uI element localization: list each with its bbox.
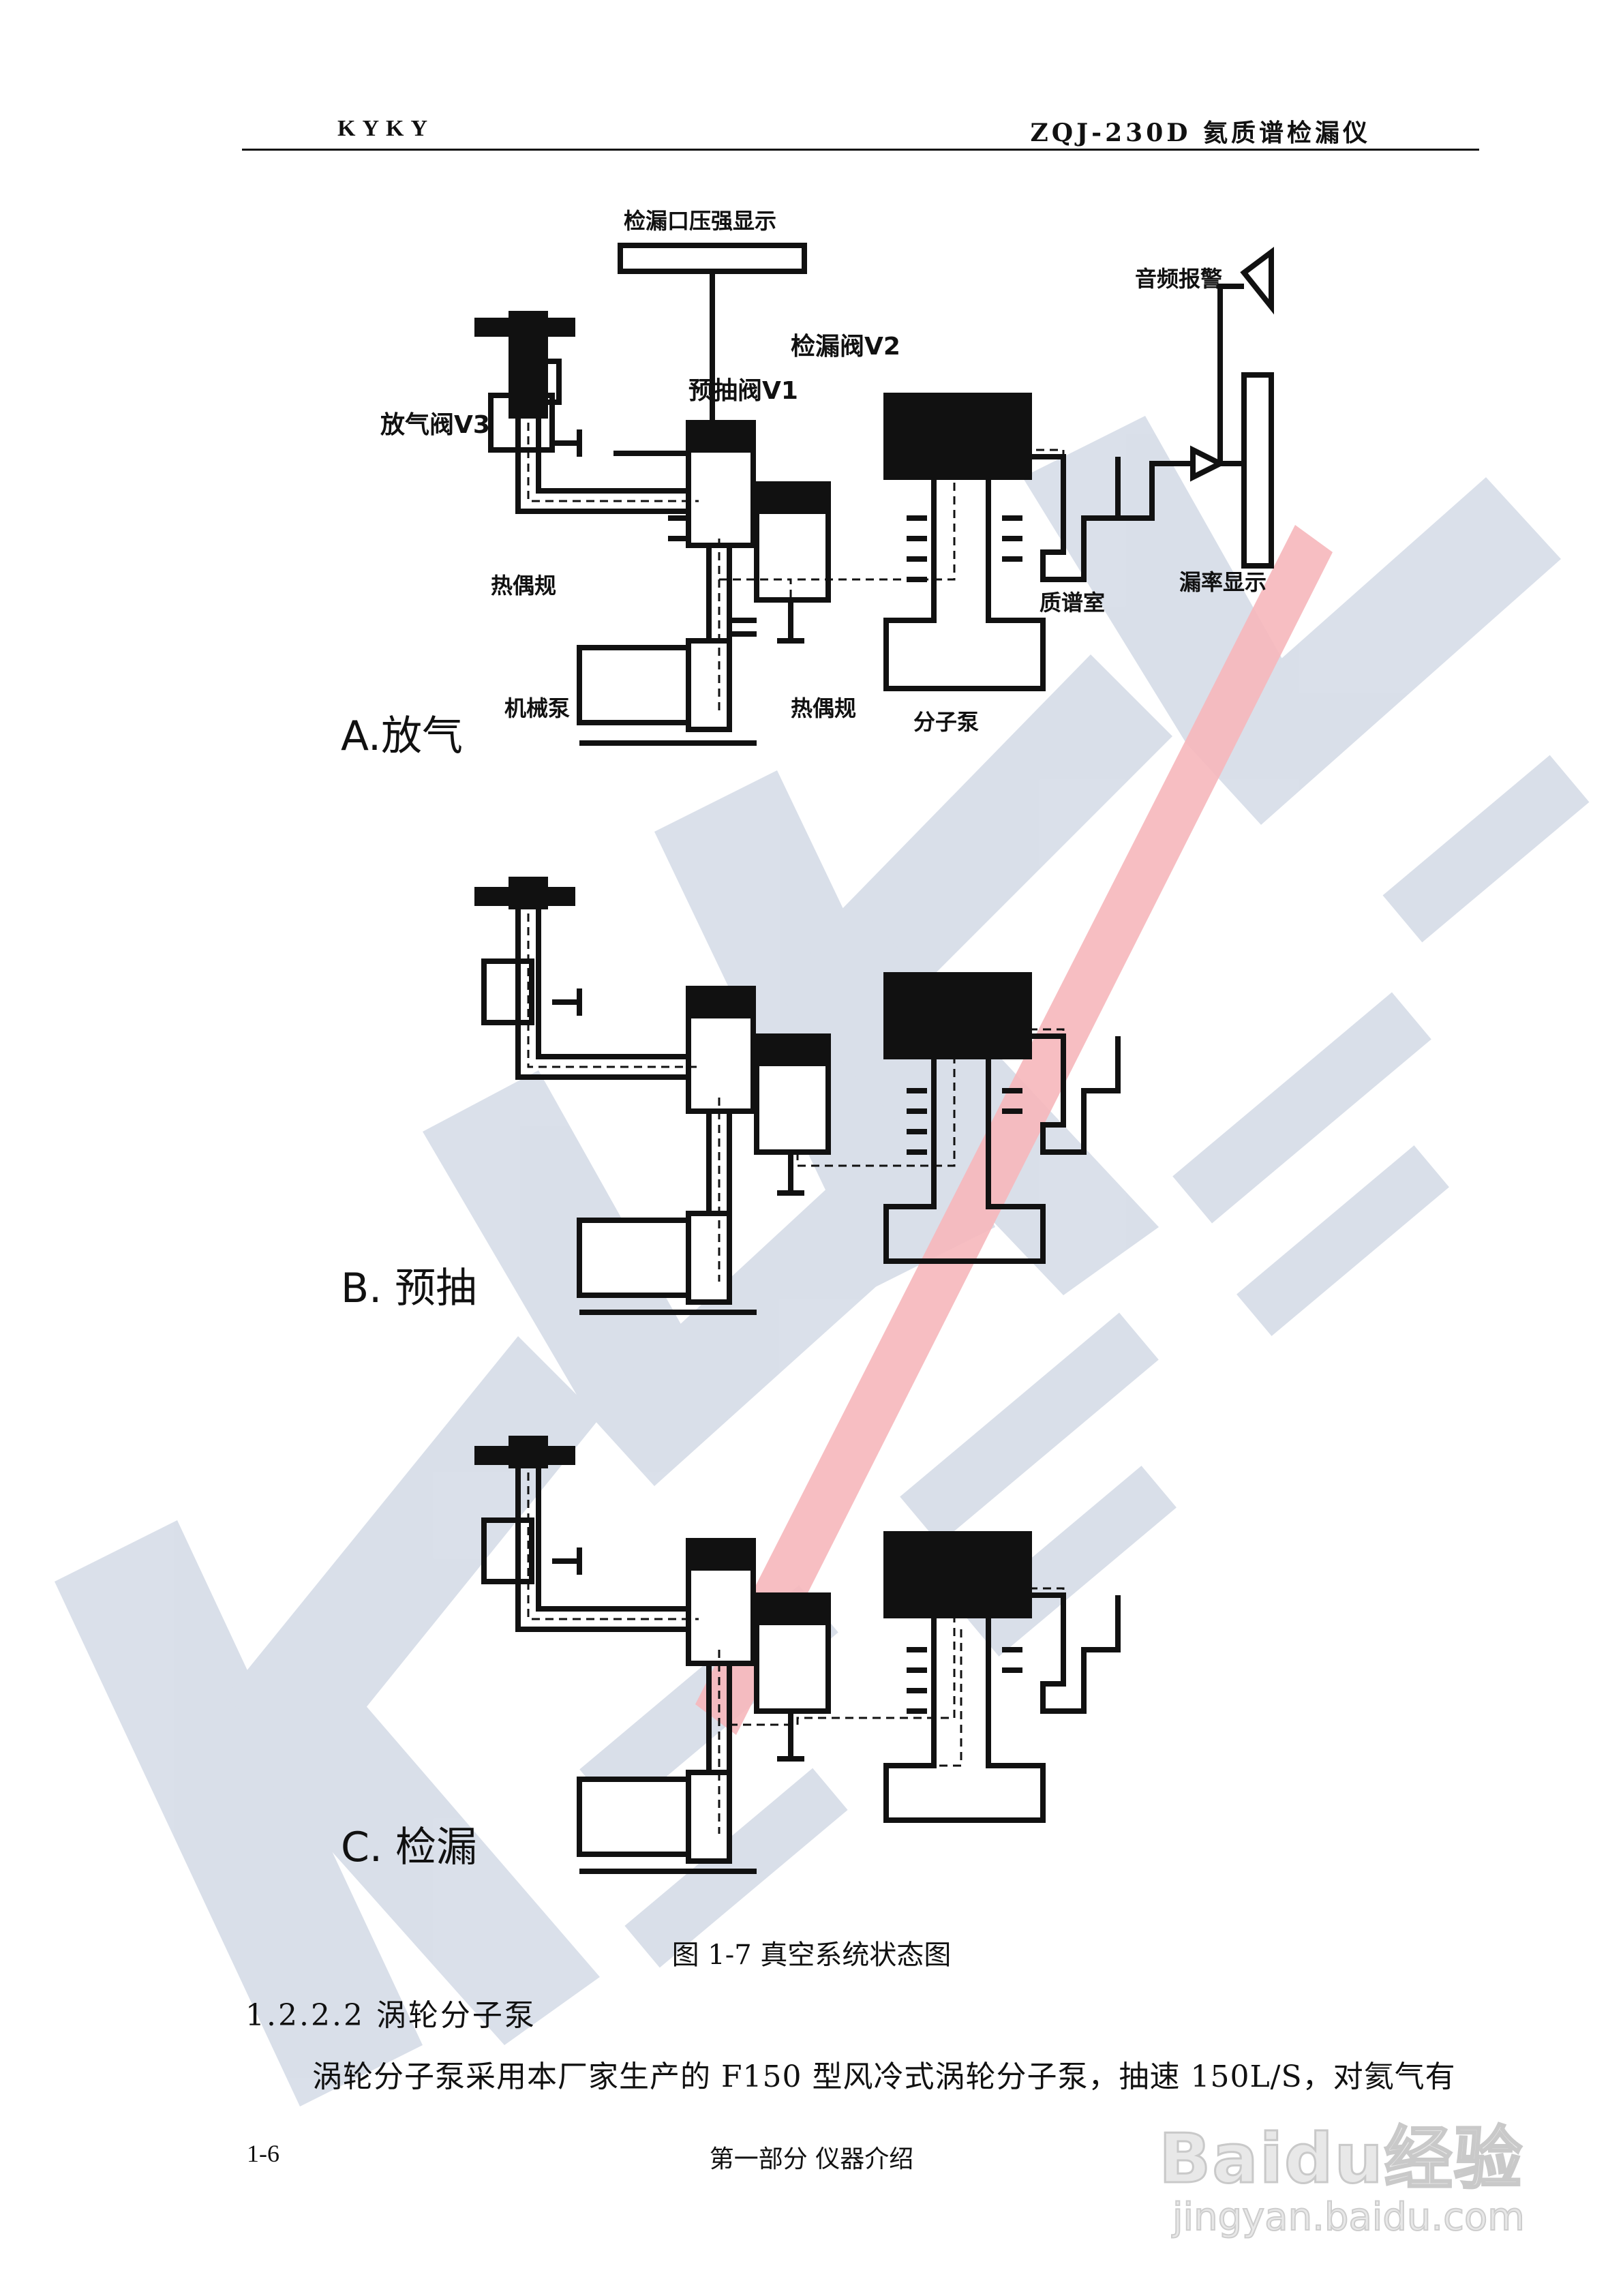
label-audio-alarm: 音频报警 (1135, 266, 1222, 292)
label-mech-pump: 机械泵 (504, 695, 570, 721)
baidu-watermark-url: jingyan.baidu.com (1172, 2194, 1526, 2240)
state-label-c: C. 检漏 (341, 1824, 477, 1871)
page-number: 1-6 (247, 2140, 279, 2167)
label-pre-pump-valve-v1: 预抽阀V1 (688, 377, 798, 405)
label-mass-chamber: 质谱室 (1040, 590, 1105, 616)
label-vent-valve-v3: 放气阀V3 (380, 411, 490, 439)
diagram-state-b: B. 预抽 (341, 877, 1121, 1315)
label-molecular-pump: 分子泵 (913, 709, 979, 735)
state-label-b: B. 预抽 (341, 1265, 476, 1312)
label-leak-valve-v2: 检漏阀V2 (791, 333, 900, 361)
state-label-a: A.放气 (341, 712, 463, 760)
footer-section-title: 第一部分 仪器介绍 (709, 2145, 914, 2173)
header-divider (242, 149, 1479, 151)
header-brand: KYKY (337, 116, 434, 141)
figure-caption: 图 1-7 真空系统状态图 (671, 1939, 952, 1971)
label-pressure-display: 检漏口压强显示 (624, 208, 776, 234)
label-thermocouple-gauge-2: 热偶规 (791, 695, 856, 721)
diagram-state-c: C. 检漏 (341, 1436, 1121, 1874)
body-paragraph: 涡轮分子泵采用本厂家生产的 F150 型风冷式涡轮分子泵，抽速 150L/S，对… (312, 2059, 1456, 2094)
label-leak-rate-display: 漏率显示 (1179, 569, 1266, 595)
diagram-state-a: 检漏口压强显示 检漏阀V2 预抽阀V1 放气阀V3 音频报警 热偶规 质谱室 漏… (341, 208, 1274, 760)
section-heading: 1.2.2.2 涡轮分子泵 (245, 1998, 536, 2033)
header-model-title: ZQJ-230D 氦质谱检漏仪 (1030, 119, 1371, 147)
label-thermocouple-gauge-1: 热偶规 (491, 573, 556, 599)
baidu-watermark-brand: Baidu经验 (1158, 2118, 1523, 2200)
